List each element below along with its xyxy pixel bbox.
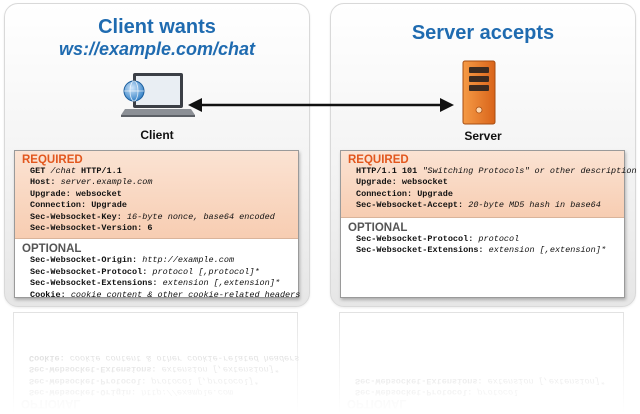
server-label: Server (464, 129, 502, 143)
client-panel: Client wants ws://example.com/chat Clien… (4, 3, 310, 307)
client-title: Client wants (98, 16, 216, 38)
server-panel: Server accepts Server REQUIRED HTTP/1.1 … (330, 3, 637, 307)
header-line: Sec-Websocket-Version: 6 (30, 223, 153, 234)
client-required-section: REQUIRED GET /chat HTTP/1.1 Host: server… (15, 151, 298, 240)
header-line: Sec-Websocket-Origin: http://example.com (30, 255, 235, 266)
laptop-globe-icon (121, 70, 197, 118)
double-arrow-icon (186, 93, 456, 117)
server-title: Server accepts (411, 22, 555, 44)
server-tower-icon (461, 60, 497, 126)
header-line: Upgrade: websocket (356, 177, 448, 188)
server-required-title: REQUIRED (348, 154, 409, 166)
client-optional-section: OPTIONAL Sec-Websocket-Origin: http://ex… (15, 239, 301, 301)
header-line: HTTP/1.1 101 "Switching Protocols" or ot… (356, 166, 637, 176)
header-line: Host: server.example.com (30, 177, 153, 188)
server-headers-card: REQUIRED HTTP/1.1 101 "Switching Protoco… (340, 150, 637, 298)
header-line: Sec-Websocket-Key: 16-byte nonce, base64… (30, 211, 275, 222)
header-line: Sec-Websocket-Accept: 20-byte MD5 hash i… (356, 200, 601, 211)
header-line: Upgrade: websocket (30, 188, 122, 199)
header-line: Sec-Websocket-Extensions: extension [,ex… (356, 245, 606, 256)
header-line: Cookie: cookie content & other cookie-re… (30, 289, 301, 300)
client-subtitle: ws://example.com/chat (58, 39, 256, 59)
client-label: Client (140, 128, 174, 142)
client-headers-card: REQUIRED GET /chat HTTP/1.1 Host: server… (14, 150, 301, 301)
server-required-section: REQUIRED HTTP/1.1 101 "Switching Protoco… (341, 151, 637, 218)
header-line: Connection: Upgrade (356, 188, 453, 199)
header-line: Sec-Websocket-Protocol: protocol (356, 233, 520, 244)
client-required-title: REQUIRED (22, 154, 83, 166)
client-optional-title: OPTIONAL (22, 243, 82, 256)
server-optional-title: OPTIONAL (348, 221, 408, 234)
header-line: Sec-Websocket-Protocol: protocol [,proto… (30, 266, 260, 277)
client-reflection: OPTIONAL Sec-Websocket-Origin: http://ex… (4, 311, 310, 414)
header-line: Sec-Websocket-Extensions: extension [,ex… (30, 278, 280, 289)
header-line: GET /chat HTTP/1.1 (30, 166, 122, 176)
header-line: Connection: Upgrade (30, 200, 127, 211)
server-optional-section: OPTIONAL Sec-Websocket-Protocol: protoco… (341, 218, 624, 257)
server-reflection: OPTIONAL Sec-Websocket-Protocol: protoco… (330, 311, 636, 414)
